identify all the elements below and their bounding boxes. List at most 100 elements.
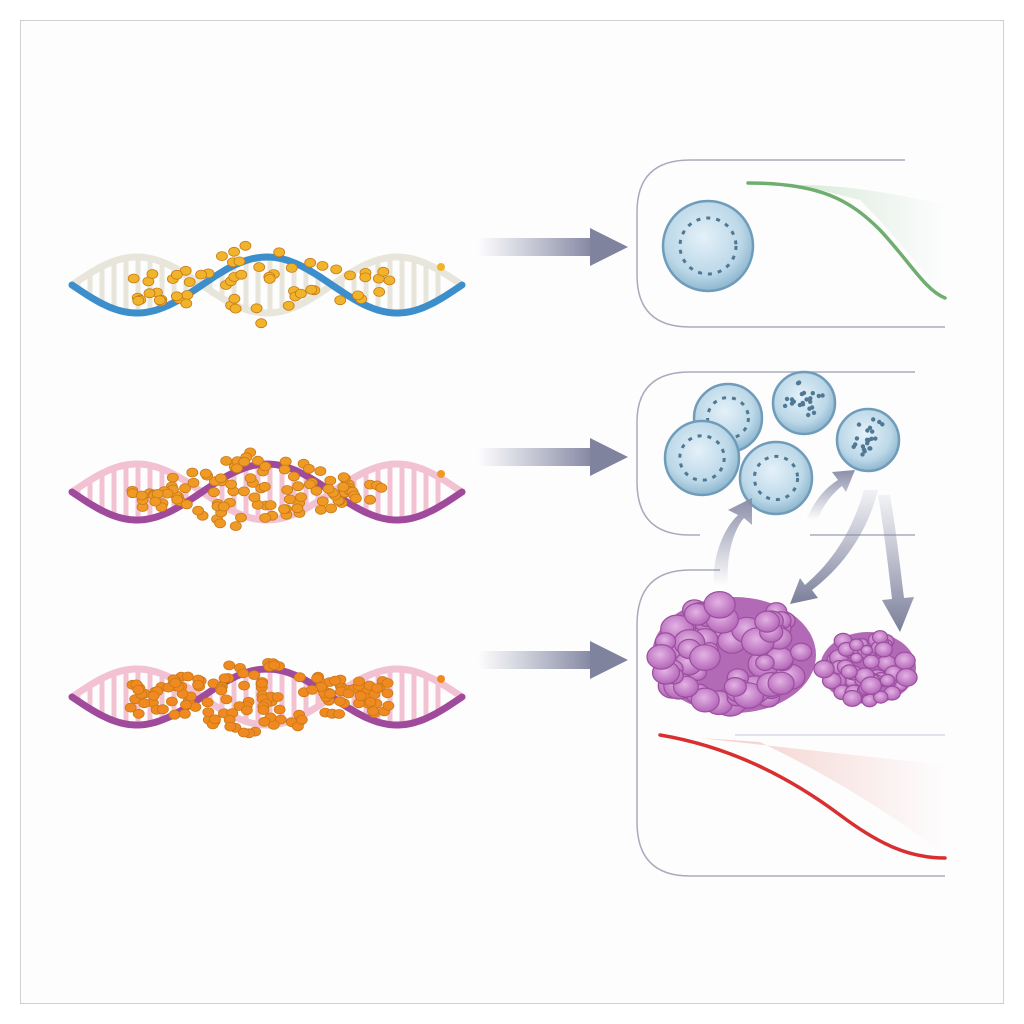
methyl-group-dot: [295, 492, 307, 503]
methyl-group-dot: [314, 466, 327, 477]
methyl-group-dot: [337, 472, 350, 483]
methyl-group-dot: [333, 709, 346, 719]
methyl-group-dot: [135, 490, 148, 501]
methyl-group-dot: [153, 295, 166, 306]
methyl-group-dot: [324, 475, 337, 486]
arrow-tumor-to-cells: [713, 498, 752, 585]
methyl-group-dot: [268, 660, 281, 671]
methyl-group-dot: [375, 482, 388, 493]
methyl-group-dot: [287, 471, 300, 482]
methyl-group-dot: [381, 678, 394, 688]
tumor-cell-lobe: [689, 644, 721, 672]
tumor-cell-lobe: [894, 651, 916, 671]
arrow-row-2: [478, 438, 628, 476]
decline-curve-red: [658, 733, 947, 860]
methyl-group-dot: [264, 500, 277, 511]
methyl-group-dot: [310, 485, 323, 496]
methyl-group-dot: [248, 670, 261, 680]
methyl-group-dot: [255, 318, 268, 329]
methyl-group-dot: [171, 494, 184, 505]
methyl-group-dot: [181, 290, 194, 300]
methyl-group-dot: [170, 269, 183, 280]
methyl-group-dot: [273, 704, 286, 715]
methyl-group-dot: [233, 256, 246, 267]
methyl-group-dot: [228, 293, 241, 304]
methyl-group-dot: [294, 288, 307, 299]
methyl-group-dot: [231, 463, 243, 474]
methyl-group-dot: [282, 300, 295, 311]
dividing-cell: [771, 370, 837, 436]
methyl-group-dot: [132, 685, 145, 695]
methyl-group-dot: [138, 698, 151, 709]
dividing-cell: [738, 440, 814, 516]
methyl-group-dot: [373, 286, 386, 297]
decline-curve-green: [746, 181, 947, 300]
methyl-group-dot: [334, 295, 347, 306]
methyl-group-dot: [244, 473, 257, 484]
methyl-group-dot: [127, 273, 140, 284]
tumor-mass-small: [813, 630, 918, 708]
figure-frame: [20, 20, 1004, 1004]
methyl-group-dot: [316, 260, 329, 271]
methyl-group-dot: [329, 675, 341, 686]
methyl-group-dot: [166, 472, 179, 483]
methyl-group-dot: [180, 499, 193, 510]
methyl-group-dot: [214, 518, 227, 529]
tumor-cell-lobe: [789, 642, 813, 662]
dividing-cell: [835, 407, 901, 473]
methyl-group-dot: [311, 673, 324, 684]
methyl-group-dot: [218, 673, 231, 684]
methyl-group-dot: [192, 505, 205, 516]
methyl-group-dot: [304, 257, 317, 268]
methyl-group-dot: [202, 707, 215, 717]
methyl-group-dot: [293, 672, 306, 683]
methyl-group-dot: [322, 483, 335, 494]
methyl-group-dot: [325, 503, 338, 514]
tumor-cell-lobe: [850, 652, 863, 664]
methyl-group-dot: [149, 496, 162, 507]
tumor-cell-lobe: [873, 690, 889, 704]
methyl-group-dot: [132, 295, 145, 306]
arrow-row-1: [478, 228, 628, 266]
tumor-cell-lobe: [860, 644, 874, 656]
methyl-group-dot: [124, 702, 137, 713]
methyl-group-dot: [223, 660, 236, 671]
methyl-group-dot: [364, 494, 377, 505]
methyl-group-dot: [278, 504, 291, 515]
methyl-group-dot: [181, 671, 194, 682]
methyl-group-dot: [228, 246, 241, 257]
tumor-cell-lobe: [754, 610, 780, 633]
methyl-group-dot: [324, 688, 336, 699]
methyl-group-dot: [364, 697, 377, 707]
methyl-group-dot: [316, 496, 329, 507]
methyl-group-dot: [278, 464, 291, 475]
dna-helix-medium-methylation: [68, 447, 466, 531]
methyl-group-dot: [349, 493, 362, 504]
methyl-group-dot: [147, 691, 160, 701]
methyl-group-dot: [354, 691, 367, 701]
arrow-cells-to-tumor: [790, 490, 878, 604]
methyl-group-dot: [283, 494, 296, 505]
methyl-group-dot: [132, 708, 145, 719]
methyl-group-dot: [180, 298, 193, 309]
methyl-group-dot: [258, 481, 271, 492]
tumor-cell-lobe: [646, 644, 677, 670]
methyl-group-dot: [302, 463, 315, 474]
methyl-group-dot: [259, 513, 272, 523]
panel-proliferating-cells: [636, 371, 915, 536]
methyl-group-dot: [273, 247, 286, 258]
methyl-group-dot: [295, 714, 308, 725]
tumor-cell-lobe: [813, 659, 835, 679]
dna-helix-high-methylation: [68, 658, 466, 739]
tumor-cell-lobe: [755, 654, 775, 672]
methyl-group-dot: [214, 473, 227, 484]
tumor-cell-lobe: [874, 641, 893, 658]
dna-strand-front: [68, 253, 466, 317]
methyl-group-dot: [235, 269, 248, 280]
methyl-group-dot: [285, 262, 298, 273]
methyl-group-dot: [303, 479, 316, 490]
methyl-group-dot: [156, 704, 169, 715]
methyl-group-dot: [291, 503, 304, 514]
methyl-group-dot: [238, 680, 251, 691]
methyl-group-dot: [344, 270, 356, 281]
